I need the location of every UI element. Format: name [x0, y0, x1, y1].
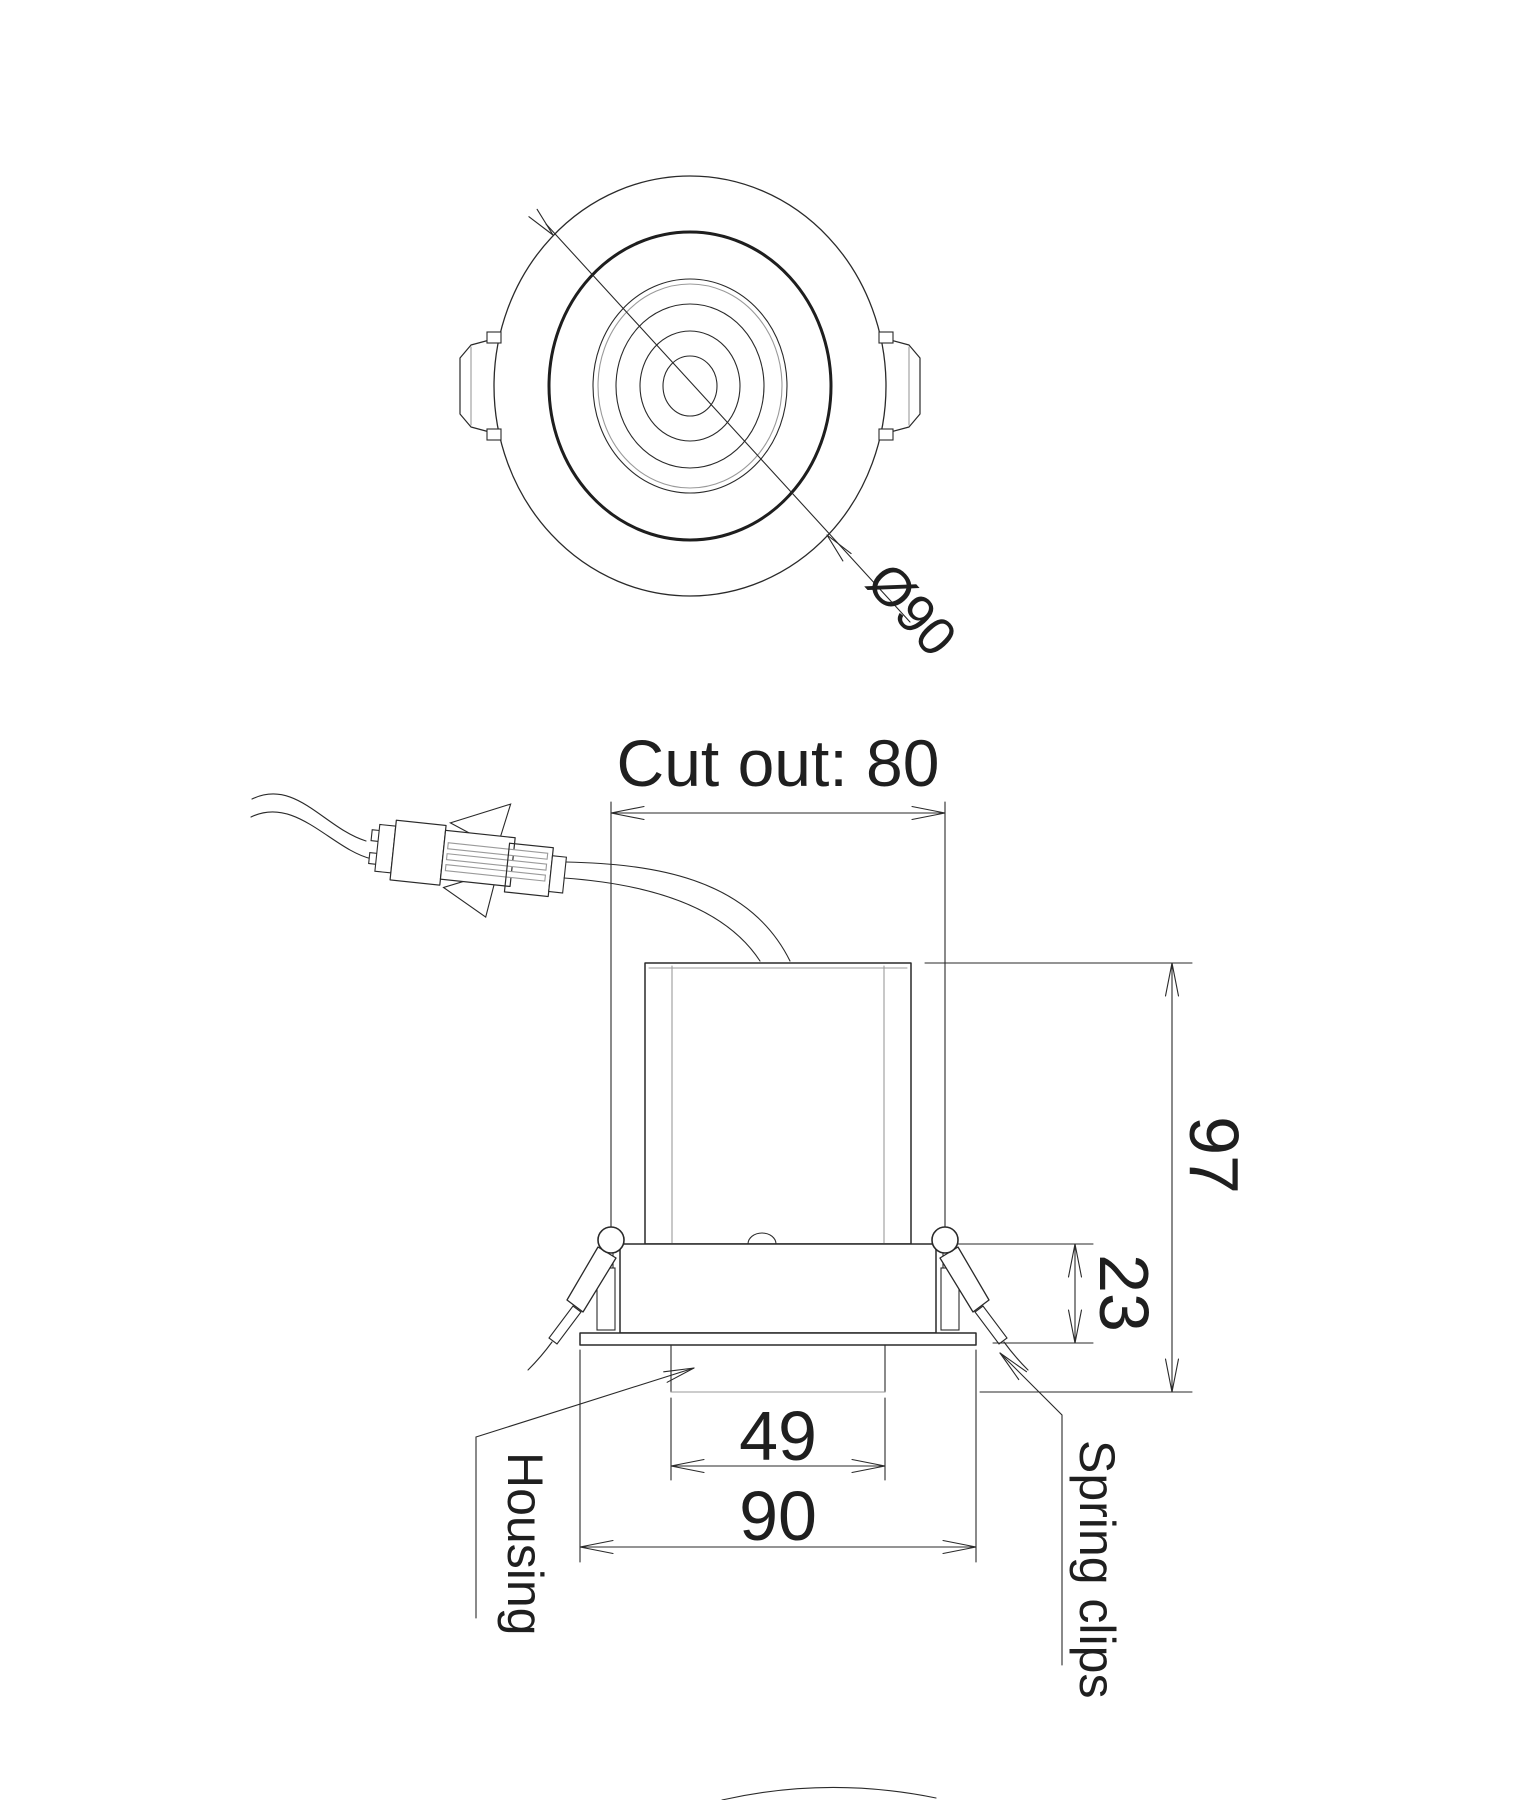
front-view: Cut out: 80: [250, 726, 1253, 1800]
top-view-reflector-inner-ring: [639, 330, 741, 442]
spring-clips-label: Spring clips: [1069, 1440, 1125, 1698]
top-view-lens-ring-1: [592, 278, 788, 494]
housing-body: [644, 962, 912, 1245]
top-view: Ø90: [459, 175, 968, 668]
diameter-dimension-line: [545, 223, 911, 623]
spring-clip-left: [527, 1226, 625, 1371]
cutout-label: Cut out: 80: [617, 726, 940, 800]
top-view-right-tab: [878, 331, 921, 441]
outer-width-dimension: 90: [579, 1349, 977, 1563]
top-view-bezel-ring: [547, 230, 833, 542]
cable-left-line-2: [250, 811, 373, 860]
recess-dimension: 23: [957, 1243, 1163, 1344]
bezel-block: [619, 1232, 937, 1334]
top-view-outer-ring: [493, 175, 887, 597]
diameter-arrow-bottom: [826, 534, 852, 562]
spring-clips-leader-line: [999, 1352, 1063, 1666]
outer-width-label: 90: [739, 1477, 817, 1555]
housing-callout: Housing: [475, 1367, 695, 1635]
top-view-lens-ring-2: [597, 283, 783, 489]
clip-pivot-left: [597, 1226, 625, 1254]
connector-pin: [445, 853, 548, 871]
spring-clips-callout: Spring clips: [999, 1352, 1125, 1698]
height-label: 97: [1175, 1116, 1253, 1194]
housing-label: Housing: [497, 1452, 553, 1635]
clip-pivot-right: [931, 1226, 959, 1254]
bezel-center-bump: [747, 1232, 777, 1245]
bottom-partial-view-arc: [721, 1786, 937, 1800]
top-view-reflector-ring: [615, 303, 765, 469]
ceiling-flange: [579, 1332, 977, 1346]
cable: [250, 793, 791, 962]
cable-left-line-1: [251, 793, 367, 842]
connector: [368, 803, 568, 918]
height-dimension: 97: [924, 962, 1253, 1393]
diameter-label: Ø90: [855, 552, 968, 668]
top-view-left-tab: [459, 331, 502, 441]
housing-leader-line: [475, 1367, 695, 1619]
spring-clips-leader-arrow: [999, 1352, 1028, 1381]
diameter-dimension: Ø90: [528, 208, 968, 668]
housing-leader-arrow: [663, 1367, 695, 1383]
connector-pin: [447, 842, 549, 860]
top-view-led-circle: [662, 355, 718, 417]
trim-ring: [670, 1344, 886, 1393]
cable-right-line-2: [563, 877, 761, 962]
cutout-dimension: Cut out: 80: [610, 726, 946, 1228]
connector-pin: [444, 864, 547, 882]
cutout-arrow-right: [911, 805, 946, 821]
cutout-arrow-left: [610, 805, 645, 821]
spring-clip-right: [931, 1226, 1029, 1371]
recess-label: 23: [1085, 1254, 1163, 1332]
inner-width-dimension: 49: [670, 1397, 886, 1481]
cable-right-line-1: [565, 861, 791, 962]
diameter-arrow-top: [528, 208, 554, 236]
inner-width-label: 49: [739, 1397, 817, 1475]
